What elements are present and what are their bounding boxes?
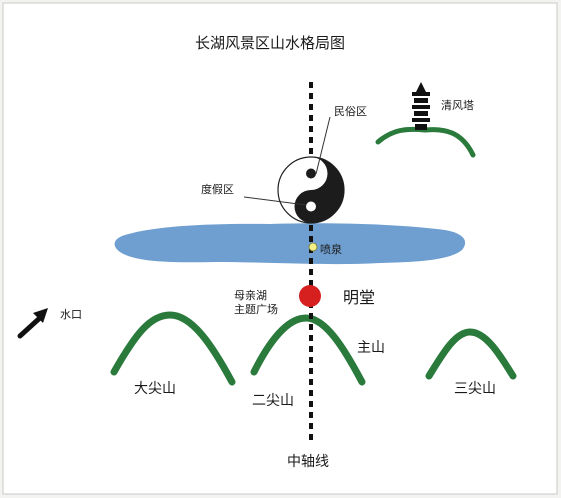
- folk-area-leader: [315, 116, 331, 175]
- plaza-label-line2: 主题广场: [234, 302, 278, 316]
- mountain-peak-1: [110, 311, 236, 386]
- central-axis-label: 中轴线: [287, 454, 329, 470]
- pagoda-label: 清风塔: [441, 99, 474, 112]
- resort-area-leader: [243, 196, 307, 206]
- plaza-label-line1: 母亲湖: [234, 288, 267, 302]
- main-mountain-label: 主山: [357, 340, 385, 356]
- fountain-dot: [308, 242, 318, 252]
- yin-yang-icon: [277, 156, 345, 224]
- peak-1-label: 大尖山: [134, 381, 176, 397]
- arrow-up-right-icon: [17, 308, 48, 339]
- lake: [114, 223, 466, 265]
- pagoda-icon: [375, 82, 476, 158]
- fountain-label: 喷泉: [320, 242, 342, 256]
- peak-3-label: 三尖山: [454, 381, 496, 397]
- mountain-peak-3: [425, 328, 517, 380]
- mountain-peak-2: [250, 314, 366, 386]
- peak-2-label: 二尖山: [252, 393, 294, 409]
- resort-area-label: 度假区: [201, 182, 234, 196]
- water-outlet-label: 水口: [60, 308, 82, 321]
- ming-tang-label: 明堂: [343, 288, 375, 307]
- plaza-dot: [299, 285, 321, 307]
- diagram-title: 长湖风景区山水格局图: [195, 34, 345, 52]
- folk-area-label: 民俗区: [334, 105, 367, 118]
